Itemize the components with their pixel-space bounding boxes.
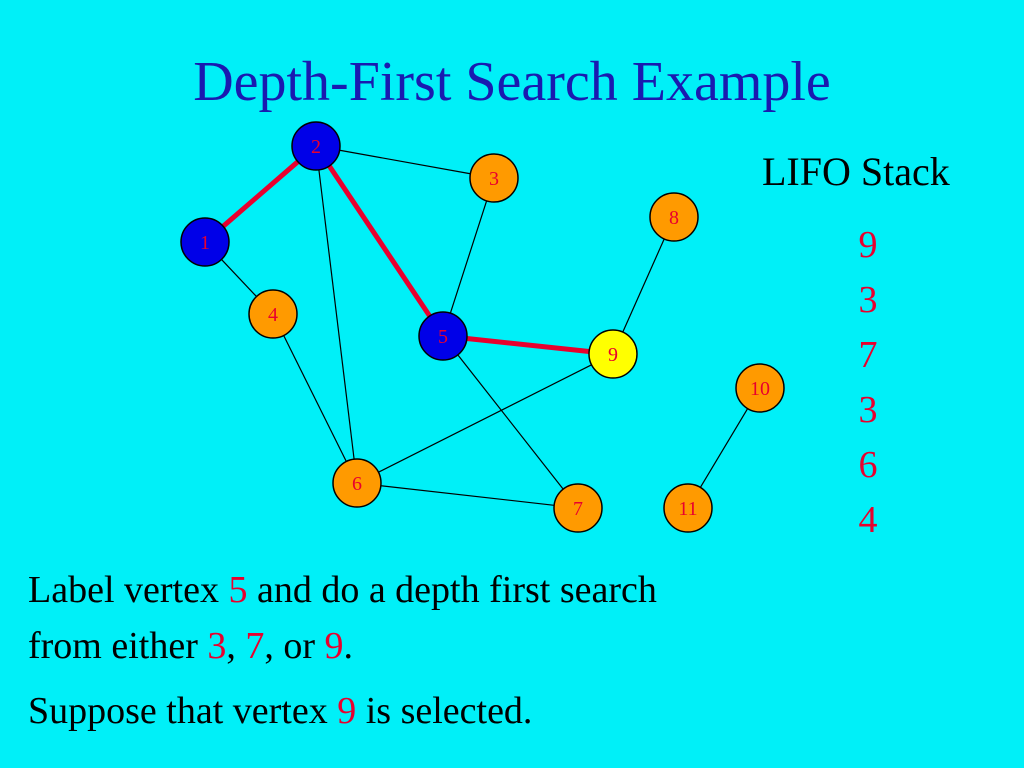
stack-title: LIFO Stack [762,149,950,194]
instruction-line-2: from either 3, 7, or 9. [28,622,353,670]
text: , [226,625,246,667]
vertex-ref-5: 5 [228,569,248,611]
vertex-8: 8 [649,192,699,242]
edge-1-4 [221,259,257,297]
vertex-4: 4 [248,289,298,339]
nodes-layer: 1 2 3 4 5 6 7 8 9 10 11 [180,121,785,533]
vertex-ref-3: 3 [207,625,227,667]
text: and do a depth first search [247,569,657,611]
stack-item: 4 [858,499,878,541]
vertex-label: 6 [352,473,362,495]
edge-4-6 [283,335,347,462]
edge-2-3 [339,149,471,175]
tree-edge-1-2 [221,159,300,229]
slide-title: Depth-First Search Example [193,51,831,113]
stack-item: 6 [858,444,878,486]
vertex-ref-9: 9 [337,690,357,732]
stack-item: 3 [858,279,878,321]
vertex-label: 3 [489,168,499,190]
vertex-label: 4 [268,304,278,326]
stack-item: 3 [858,389,878,431]
selection-note: Suppose that vertex 9 is selected. [28,687,532,735]
vertex-circle [332,458,382,508]
edge-10-11 [699,408,749,488]
tree-edge-2-5 [327,164,432,318]
vertex-ref-9: 9 [324,625,344,667]
vertex-circle [418,311,468,361]
vertex-circle [291,121,341,171]
text: , or [264,625,325,667]
vertex-circle [469,153,519,203]
vertex-1: 1 [180,217,230,267]
stack-item: 7 [858,334,878,376]
vertex-label: 11 [678,498,697,520]
vertex-circle [588,329,638,379]
vertex-circle [735,363,785,413]
stack-item: 9 [858,224,878,266]
edge-6-7 [380,485,555,506]
text: Suppose that vertex [28,690,338,732]
vertex-label: 9 [608,344,618,366]
vertex-label: 5 [438,326,448,348]
vertex-circle [649,192,699,242]
vertex-11: 11 [663,483,713,533]
vertex-9: 9 [588,329,638,379]
vertex-3: 3 [469,153,519,203]
vertex-7: 7 [553,483,603,533]
text: Label vertex [28,569,229,611]
edge-5-7 [457,354,564,490]
vertex-label: 1 [200,232,210,254]
edge-2-6 [318,169,355,460]
text: from either [28,625,208,667]
edge-3-5 [449,200,488,314]
text: is selected. [356,690,533,732]
vertex-6: 6 [332,458,382,508]
tree-edge-5-9 [466,336,590,354]
instruction-line-1: Label vertex 5 and do a depth first sear… [28,566,657,614]
vertex-label: 2 [311,136,321,158]
vertex-2: 2 [291,121,341,171]
vertex-circle [663,483,713,533]
edges-layer [221,149,749,506]
vertex-label: 8 [669,207,679,229]
vertex-label: 7 [573,498,583,520]
vertex-circle [248,289,298,339]
vertex-label: 10 [750,378,770,400]
vertex-5: 5 [418,311,468,361]
edge-6-9 [378,364,592,473]
text: . [343,625,354,667]
vertex-ref-7: 7 [245,625,265,667]
vertex-10: 10 [735,363,785,413]
vertex-circle [180,217,230,267]
vertex-circle [553,483,603,533]
lifo-stack: 9 3 7 3 6 4 [848,218,888,548]
edge-8-9 [622,238,665,333]
